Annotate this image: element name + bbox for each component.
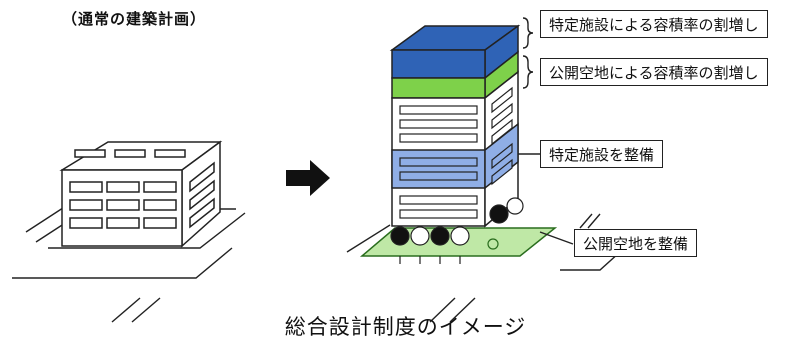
callout-special-facility-built: 特定施設を整備 [540, 140, 664, 168]
callout-open-space-built: 公開空地を整備 [574, 229, 698, 257]
tall-building [389, 24, 521, 228]
left-ground [12, 205, 246, 323]
normal-building [59, 140, 223, 248]
callout-leaders [518, 17, 574, 245]
callout-open-space-bonus: 公開空地による容積率の割増し [540, 58, 768, 86]
right-arrow-icon [286, 160, 330, 196]
normal-plan-label: （通常の建築計画） [62, 10, 207, 28]
trees [390, 197, 524, 246]
callout-special-facility-bonus: 特定施設による容積率の割増し [540, 10, 768, 38]
right-ground [346, 213, 621, 323]
diagram-caption: 総合設計制度のイメージ [284, 315, 527, 339]
